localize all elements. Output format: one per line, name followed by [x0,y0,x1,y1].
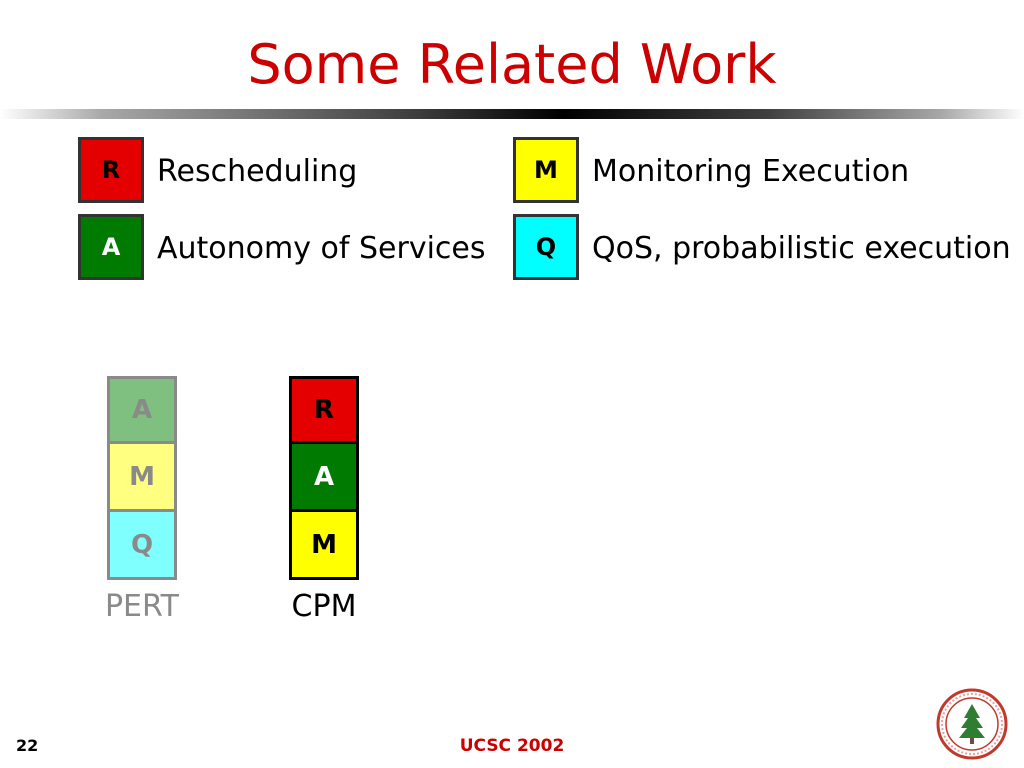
pert-box-a: A [107,376,177,444]
slide-title: Some Related Work [247,33,777,96]
legend-box-q: Q [513,214,579,280]
university-seal-icon [936,688,1008,760]
footer-org: UCSC 2002 [459,736,565,756]
legend-label-qos: QoS, probabilistic execution [592,231,1011,266]
title-divider [0,109,1024,119]
legend-box-m: M [513,137,579,203]
pert-box-q: Q [107,512,177,580]
cpm-box-m: M [289,512,359,580]
pert-box-m: M [107,444,177,512]
legend-label-monitoring: Monitoring Execution [592,154,910,189]
legend-box-a: A [78,214,144,280]
pert-label: PERT [104,589,180,624]
legend-label-rescheduling: Rescheduling [157,154,358,189]
legend-label-autonomy: Autonomy of Services [157,231,486,266]
legend-box-r: R [78,137,144,203]
cpm-label: CPM [291,589,357,624]
cpm-box-r: R [289,376,359,444]
cpm-box-a: A [289,444,359,512]
slide-number: 22 [16,736,39,755]
